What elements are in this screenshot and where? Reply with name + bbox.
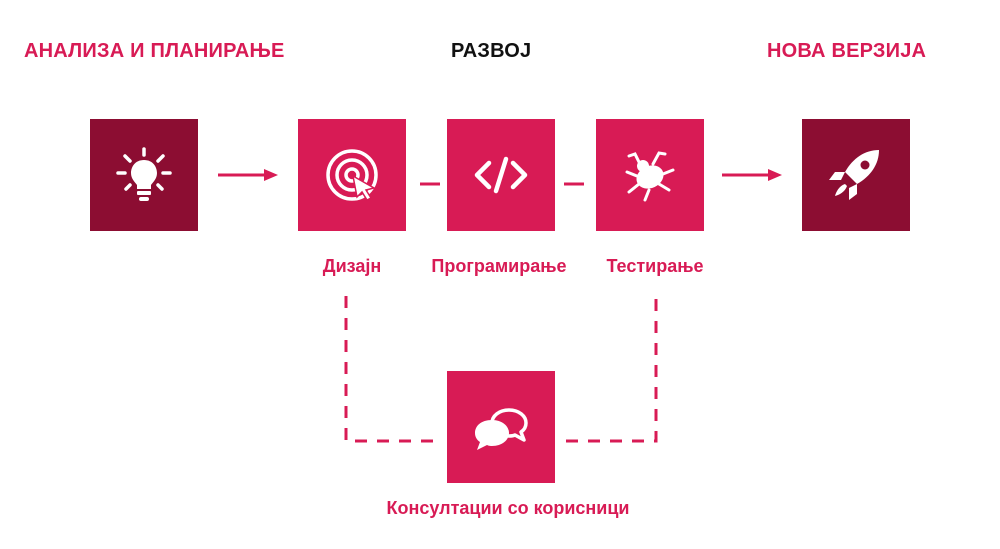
chat-bubbles-icon	[475, 408, 528, 450]
label-testing: Тестирање	[606, 256, 704, 276]
consultation-box	[447, 371, 555, 483]
testing-box	[596, 119, 704, 231]
dashed-loop-consultation-to-testing	[566, 296, 658, 443]
design-box	[298, 119, 406, 231]
lightbulb-icon	[116, 147, 172, 201]
analysis-box	[90, 119, 198, 231]
heading-new-version: НОВА ВЕРЗИЈА	[767, 40, 927, 62]
label-consultation: Консултации со корисници	[386, 498, 630, 518]
arrow-testing-to-release	[722, 169, 782, 181]
code-icon	[474, 156, 528, 194]
rocket-icon	[829, 150, 879, 200]
label-design: Дизајн	[322, 256, 382, 276]
arrow-analysis-to-design	[218, 169, 278, 181]
heading-analysis-planning: АНАЛИЗА И ПЛАНИРАЊЕ	[24, 40, 285, 62]
label-programming: Програмирање	[431, 256, 567, 276]
bug-icon	[625, 151, 675, 202]
dashed-loop-design-to-consultation	[344, 296, 436, 443]
programming-box	[447, 119, 555, 231]
target-icon	[326, 149, 378, 201]
heading-development: РАЗВОЈ	[451, 40, 532, 62]
release-box	[802, 119, 910, 231]
